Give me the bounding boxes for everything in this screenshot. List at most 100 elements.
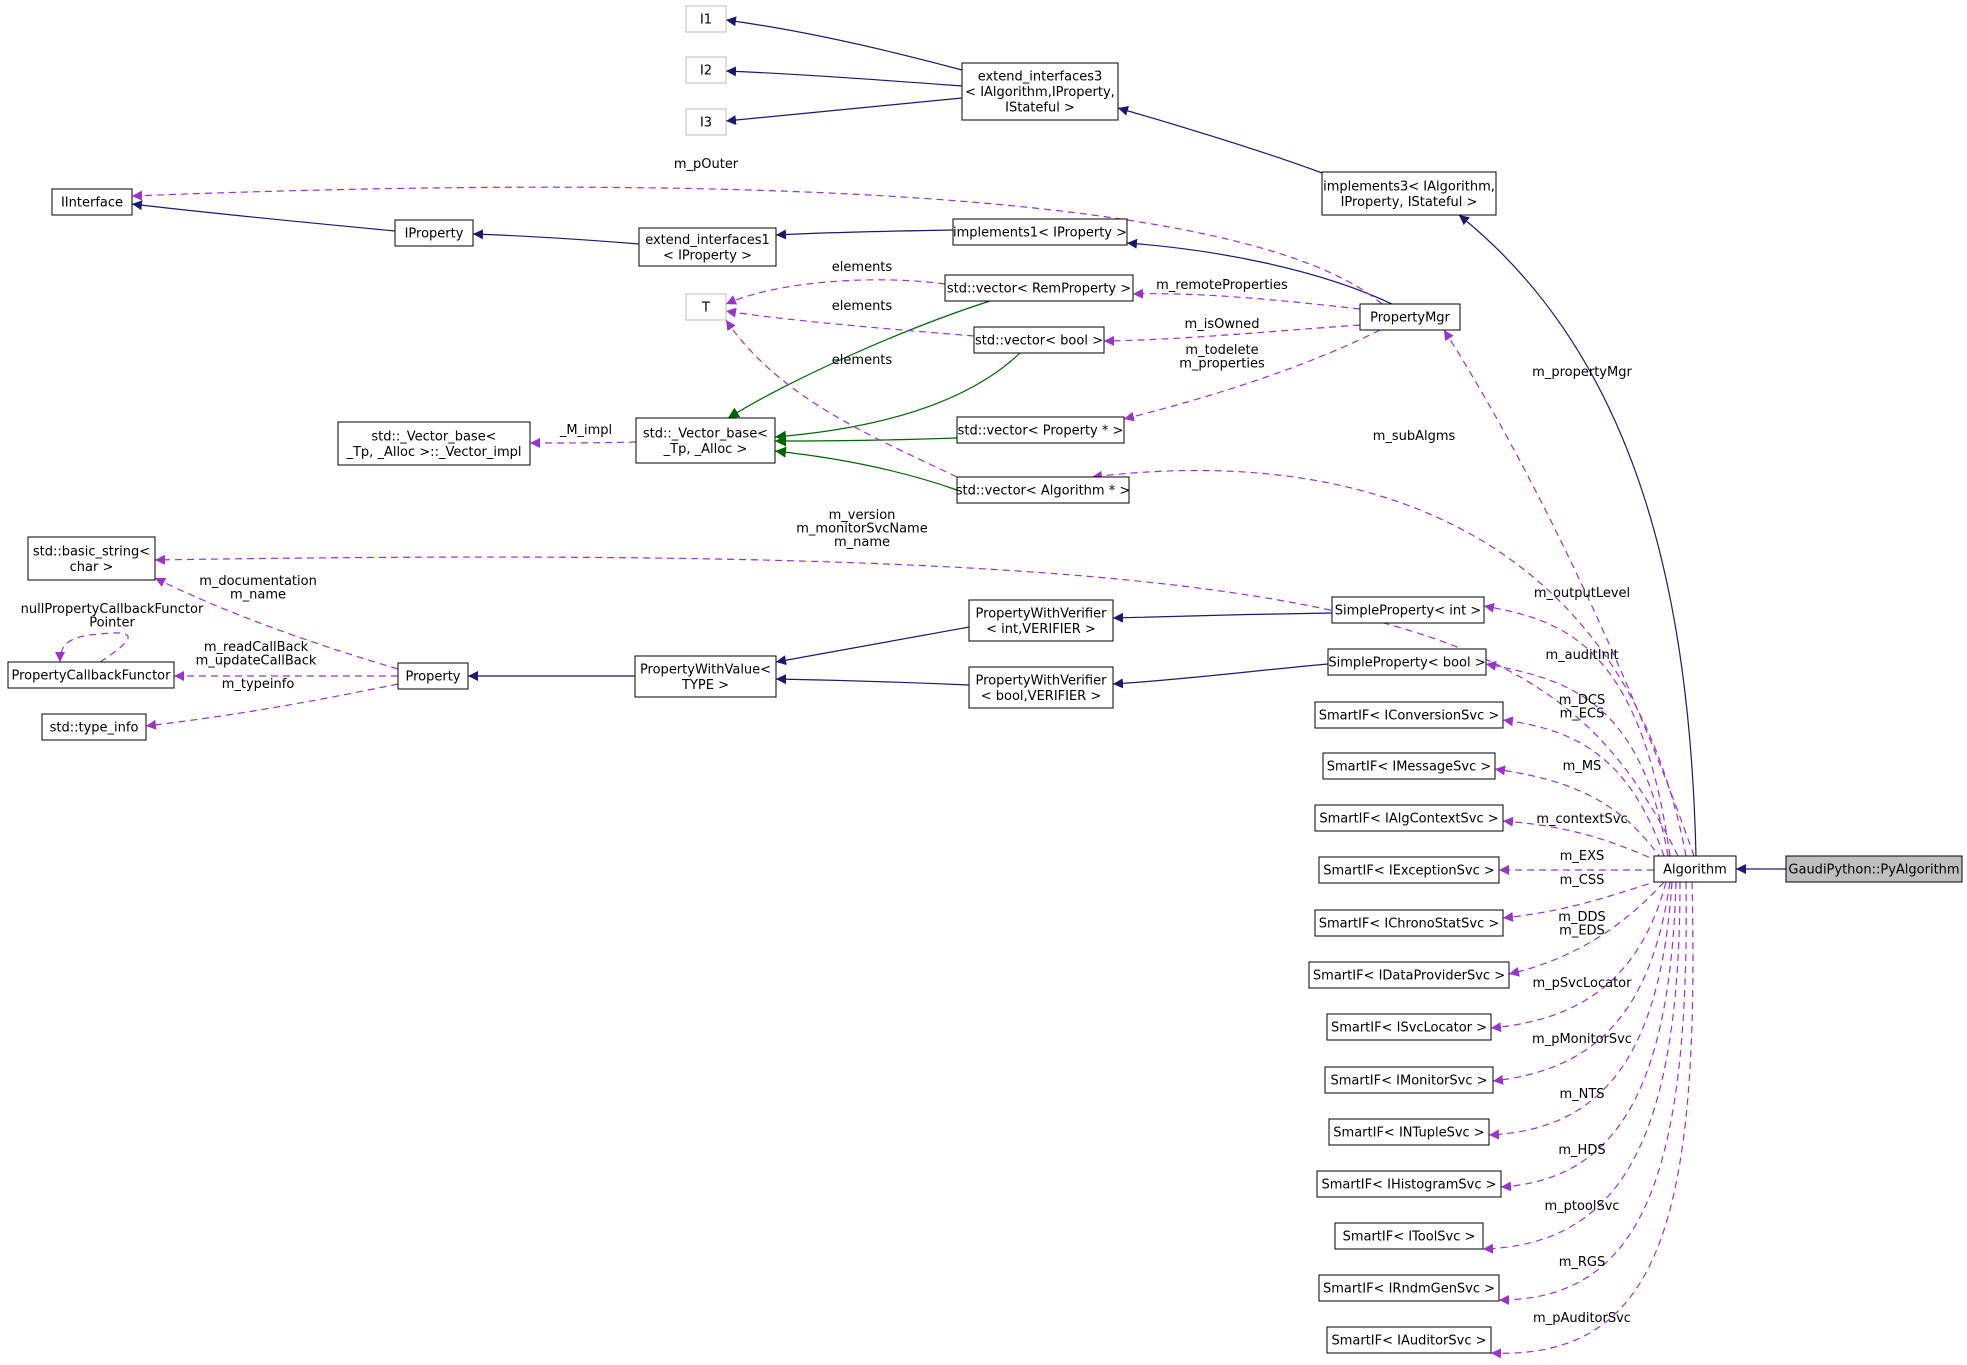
class-node-pwv-bool[interactable]: PropertyWithVerifier< bool,VERIFIER > [968,666,1114,709]
class-node-vec-remproperty[interactable]: std::vector< RemProperty > [944,274,1134,302]
class-node-label: SmartIF< ISvcLocator > [1331,1021,1487,1036]
edge-label-m-hds: m_HDS [1558,1143,1605,1158]
class-node-vector-base[interactable]: std::_Vector_base<_Tp, _Alloc > [635,417,776,464]
class-node-si-iauditorsvc[interactable]: SmartIF< IAuditorSvc > [1326,1326,1492,1354]
class-node-label: GaudiPython::PyAlgorithm [1788,863,1959,878]
usage-edge [1103,324,1361,346]
usage-edge [725,279,946,305]
class-node-label: SmartIF< IMonitorSvc > [1330,1074,1487,1089]
class-node-label: std::_Vector_base<_Tp, _Alloc >::_Vector… [345,429,521,460]
class-node-pyalgorithm[interactable]: GaudiPython::PyAlgorithm [1785,855,1963,883]
usage-edge [1490,881,1667,1033]
usage-edge [1498,881,1687,1305]
inheritance-edge [775,229,954,240]
class-node-si-ialgcontextsvc[interactable]: SmartIF< IAlgContextSvc > [1314,804,1504,832]
class-node-label: SmartIF< IDataProviderSvc > [1313,969,1505,984]
class-node-basic-string[interactable]: std::basic_string<char > [27,536,156,581]
class-node-property[interactable]: Property [397,662,469,690]
edge-label-m-impl: _M_impl [559,423,612,438]
class-node-si-ihistogramsvc[interactable]: SmartIF< IHistogramSvc > [1316,1170,1502,1198]
class-node-simpleproperty-int[interactable]: SimpleProperty< int > [1331,596,1485,624]
class-node-label: std::vector< bool > [975,334,1103,349]
inheritance-edge [775,674,970,686]
edge-label-elements-bool: elements [832,299,893,314]
class-node-propertywithvalue[interactable]: PropertyWithValue<TYPE > [634,655,777,698]
class-node-label: PropertyWithVerifier< int,VERIFIER > [976,606,1108,637]
class-node-si-idataprovidersvc[interactable]: SmartIF< IDataProviderSvc > [1308,961,1510,989]
class-node-si-iexceptionsvc[interactable]: SmartIF< IExceptionSvc > [1318,856,1500,884]
class-node-si-itoolsvc[interactable]: SmartIF< IToolSvc > [1334,1222,1484,1250]
class-node-iinterface[interactable]: IInterface [51,188,133,216]
usage-edge [55,632,129,663]
class-node-vec-property[interactable]: std::vector< Property * > [956,416,1125,444]
inheritance-edge [1458,214,1697,857]
edge-label-m-css: m_CSS [1560,873,1605,888]
class-node-label: IProperty [405,227,464,242]
template-edge [774,446,958,491]
class-node-type-info[interactable]: std::type_info [41,713,147,741]
class-node-algorithm[interactable]: Algorithm [1653,855,1737,883]
usage-edge [154,577,399,670]
inheritance-edge [725,66,963,87]
class-node-si-intuplesvc[interactable]: SmartIF< INTupleSvc > [1328,1118,1490,1146]
edge-label-elements-rem: elements [832,260,893,275]
class-node-pwv-int[interactable]: PropertyWithVerifier< int,VERIFIER > [968,599,1114,642]
class-node-label: SmartIF< IToolSvc > [1343,1230,1476,1245]
class-node-label: IInterface [61,196,123,211]
edge-label-m-propertymgr: m_propertyMgr [1532,365,1632,380]
usage-edge [1483,602,1671,857]
class-node-iproperty[interactable]: IProperty [394,219,474,247]
usage-edge [131,186,1383,305]
usage-edge [1502,816,1661,863]
class-node-label: PropertyMgr [1370,311,1450,326]
class-node-label: Property [405,670,460,685]
class-node-label: I3 [700,116,712,131]
edge-label-m-ms: m_MS [1563,759,1602,774]
usage-edge [145,683,399,730]
template-edge [774,435,958,447]
edge-label-m-subalgms: m_subAlgms [1373,429,1456,444]
usage-edge [1123,329,1381,422]
class-node-label: PropertyWithValue<TYPE > [640,662,771,693]
class-node-propertymgr[interactable]: PropertyMgr [1359,303,1461,331]
class-node-implements3[interactable]: implements3< IAlgorithm,IProperty, IStat… [1321,171,1497,216]
class-node-vec-algorithm[interactable]: std::vector< Algorithm * > [956,476,1130,504]
class-node-si-isvclocator[interactable]: SmartIF< ISvcLocator > [1326,1013,1492,1041]
class-node-label: SmartIF< IAuditorSvc > [1331,1334,1486,1349]
class-node-label: extend_interfaces1< IProperty > [645,233,770,264]
class-node-label: implements1< IProperty > [953,226,1127,241]
class-node-implements1[interactable]: implements1< IProperty > [952,218,1128,246]
usage-edge [1508,881,1665,977]
class-node-propertycallbackfunctor[interactable]: PropertyCallbackFunctor [7,661,175,689]
class-node-label: SmartIF< IConversionSvc > [1319,709,1500,724]
class-node-si-iconversionsvc[interactable]: SmartIF< IConversionSvc > [1314,701,1504,729]
class-node-si-imonitorsvc[interactable]: SmartIF< IMonitorSvc > [1324,1066,1494,1094]
usage-edge [1500,881,1677,1192]
class-node-si-ichronostatsvc[interactable]: SmartIF< IChronoStatSvc > [1314,909,1504,937]
class-node-i1[interactable]: I1 [685,5,727,33]
class-node-t[interactable]: T [685,293,727,321]
class-node-si-imessagesvc[interactable]: SmartIF< IMessageSvc > [1322,752,1496,780]
class-node-label: extend_interfaces3< IAlgorithm,IProperty… [965,70,1115,116]
class-node-vector-impl[interactable]: std::_Vector_base<_Tp, _Alloc >::_Vector… [337,421,531,466]
edge-label-m-rgs: m_RGS [1559,1255,1606,1270]
inheritance-edge [1117,105,1323,174]
edge-label-m-exs: m_EXS [1560,849,1605,864]
inheritance-edge [1126,238,1393,305]
edge-label-m-auditinit: m_auditInit [1545,648,1618,663]
class-node-label: SimpleProperty< int > [1335,604,1481,619]
edge-label-m-isowned: m_isOwned [1185,317,1260,332]
class-node-vec-bool[interactable]: std::vector< bool > [973,326,1105,354]
class-node-i3[interactable]: I3 [685,108,727,136]
edge-label-m-ptoolsvc: m_ptoolSvc [1544,1199,1619,1214]
inheritance-edge [725,16,963,71]
class-node-si-irndmgensvc[interactable]: SmartIF< IRndmGenSvc > [1318,1274,1500,1302]
class-node-i2[interactable]: I2 [685,56,727,84]
class-node-extend-interfaces3[interactable]: extend_interfaces3< IAlgorithm,IProperty… [961,62,1119,121]
class-node-extend-interfaces1[interactable]: extend_interfaces1< IProperty > [638,227,777,267]
class-node-simpleproperty-bool[interactable]: SimpleProperty< bool > [1327,648,1487,676]
